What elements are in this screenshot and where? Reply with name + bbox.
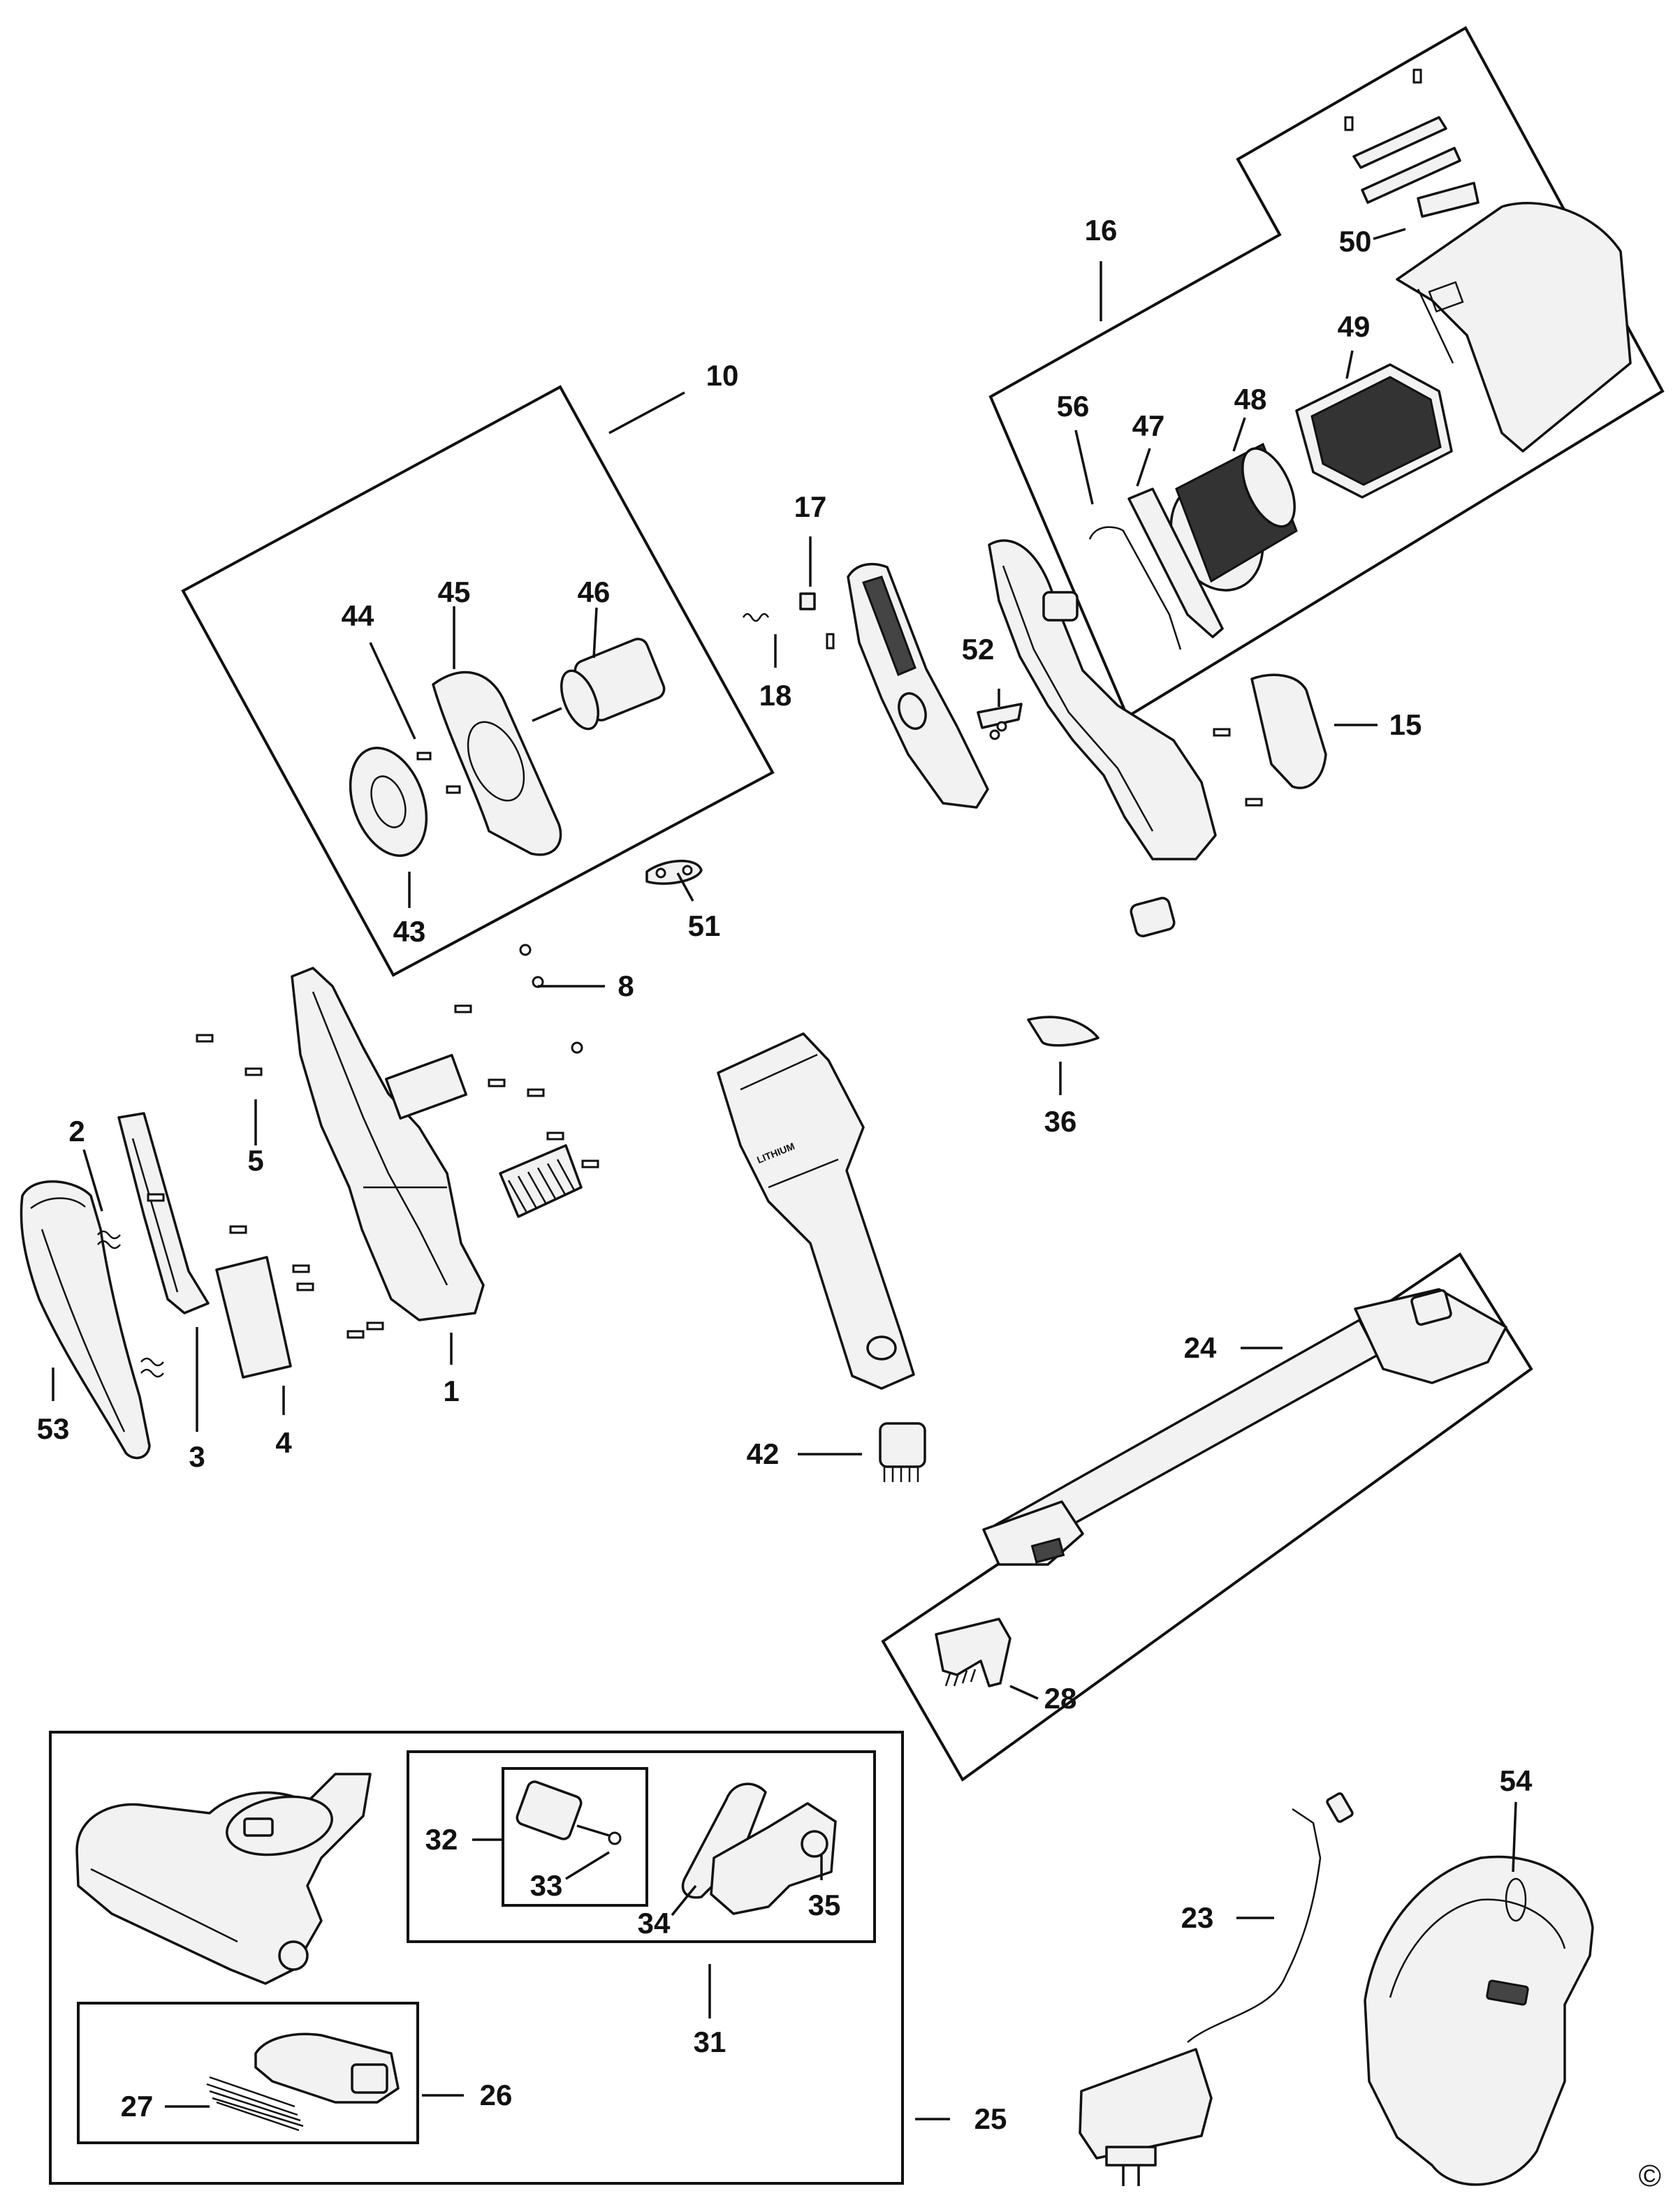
callout-51: 51 bbox=[688, 909, 721, 942]
callout-47: 47 bbox=[1132, 409, 1165, 442]
part-17-button bbox=[799, 592, 816, 610]
release-button bbox=[1130, 897, 1176, 937]
part-42-brush bbox=[879, 1422, 926, 1482]
part-53-outer-cover bbox=[20, 1180, 151, 1460]
part-36-pad bbox=[1027, 1016, 1100, 1047]
callout-36: 36 bbox=[1044, 1105, 1077, 1138]
callout-3: 3 bbox=[189, 1440, 205, 1473]
callout-27: 27 bbox=[121, 2090, 154, 2123]
part-47-seal bbox=[1127, 488, 1224, 638]
part-24-extension-tube bbox=[982, 1288, 1507, 1566]
callout-43: 43 bbox=[393, 915, 426, 948]
part-2-springs bbox=[97, 1230, 164, 1378]
callout-45: 45 bbox=[438, 576, 471, 608]
callout-31: 31 bbox=[694, 2025, 726, 2058]
part-23-charger bbox=[1079, 1792, 1354, 2186]
part-27-brush-bristles bbox=[206, 2076, 304, 2132]
callout-1: 1 bbox=[443, 1375, 459, 1407]
callout-18: 18 bbox=[759, 679, 792, 712]
callout-4: 4 bbox=[275, 1426, 292, 1459]
part-35-gear-housing bbox=[710, 1802, 837, 1915]
part-51-gasket bbox=[645, 860, 703, 885]
callout-17: 17 bbox=[794, 490, 827, 523]
callout-23: 23 bbox=[1181, 1901, 1214, 1934]
part-28-brush-clip bbox=[935, 1618, 1011, 1687]
battery-body: LITHIUM bbox=[717, 1032, 915, 1390]
part-46-motor bbox=[532, 638, 666, 731]
callout-8: 8 bbox=[618, 969, 634, 1002]
callout-5: 5 bbox=[247, 1144, 263, 1177]
part-43-motor-end-cap bbox=[349, 747, 428, 857]
part-44-screws bbox=[416, 752, 461, 794]
callout-15: 15 bbox=[1389, 708, 1422, 741]
fan-impeller-cage bbox=[499, 1144, 583, 1218]
floor-head-motor-frame bbox=[407, 1750, 876, 1943]
callout-32: 32 bbox=[425, 1823, 458, 1856]
part-48-inner-filter bbox=[1169, 442, 1298, 592]
callout-49: 49 bbox=[1338, 310, 1371, 343]
callout-48: 48 bbox=[1234, 383, 1267, 416]
part-32-motor bbox=[516, 1780, 622, 1845]
motor-group-frame bbox=[181, 385, 775, 977]
part-15-release-cover bbox=[1213, 673, 1327, 807]
callout-28: 28 bbox=[1044, 1682, 1077, 1715]
dust-bowl bbox=[1396, 202, 1632, 453]
callout-46: 46 bbox=[578, 576, 611, 608]
handle-top-cover bbox=[847, 562, 989, 809]
callout-35: 35 bbox=[808, 1889, 841, 1921]
part-54-wall-mount bbox=[1364, 1855, 1594, 2186]
part-34-belt bbox=[681, 1782, 767, 1899]
callout-24: 24 bbox=[1184, 1331, 1217, 1364]
callout-42: 42 bbox=[747, 1437, 780, 1470]
callout-16: 16 bbox=[1085, 214, 1118, 247]
callout-numbers: 10 16 17 18 56 47 48 49 50 15 52 46 45 4… bbox=[37, 214, 1533, 2135]
callout-44: 44 bbox=[342, 599, 374, 632]
callout-33: 33 bbox=[530, 1869, 563, 1902]
housing-screws bbox=[147, 944, 599, 1339]
leader-lines bbox=[52, 228, 1517, 2120]
floor-head-group-frame bbox=[49, 1731, 904, 2185]
part-49-outer-filter bbox=[1295, 363, 1453, 499]
part-45-motor-mount-plate bbox=[432, 671, 562, 856]
callout-56: 56 bbox=[1057, 390, 1090, 423]
callout-53: 53 bbox=[37, 1412, 70, 1445]
part-26-brush-housing bbox=[254, 2032, 400, 2104]
copyright-mark: © bbox=[1639, 2159, 1661, 2193]
callout-26: 26 bbox=[480, 2079, 513, 2111]
callout-54: 54 bbox=[1500, 1764, 1533, 1797]
brush-roll-frame bbox=[77, 2002, 419, 2144]
part-50-latch bbox=[1417, 182, 1480, 218]
part-1-main-housing bbox=[291, 967, 485, 1321]
callout-52: 52 bbox=[962, 633, 995, 666]
motor-subframe bbox=[502, 1767, 648, 1907]
part-4-filter-pad bbox=[215, 1256, 292, 1379]
floor-head bbox=[75, 1773, 372, 1985]
handle-body bbox=[988, 539, 1217, 860]
callout-25: 25 bbox=[974, 2102, 1007, 2135]
callout-34: 34 bbox=[638, 1907, 671, 1940]
part-52-switch bbox=[977, 703, 1023, 740]
part-56-gasket-ring bbox=[1088, 526, 1182, 650]
part-3-inner-frame bbox=[117, 1112, 210, 1314]
part-18-spring bbox=[742, 613, 835, 650]
callout-2: 2 bbox=[68, 1115, 85, 1148]
callout-10: 10 bbox=[706, 359, 739, 392]
part-16-top-parts bbox=[1344, 68, 1461, 204]
callout-50: 50 bbox=[1339, 225, 1372, 258]
